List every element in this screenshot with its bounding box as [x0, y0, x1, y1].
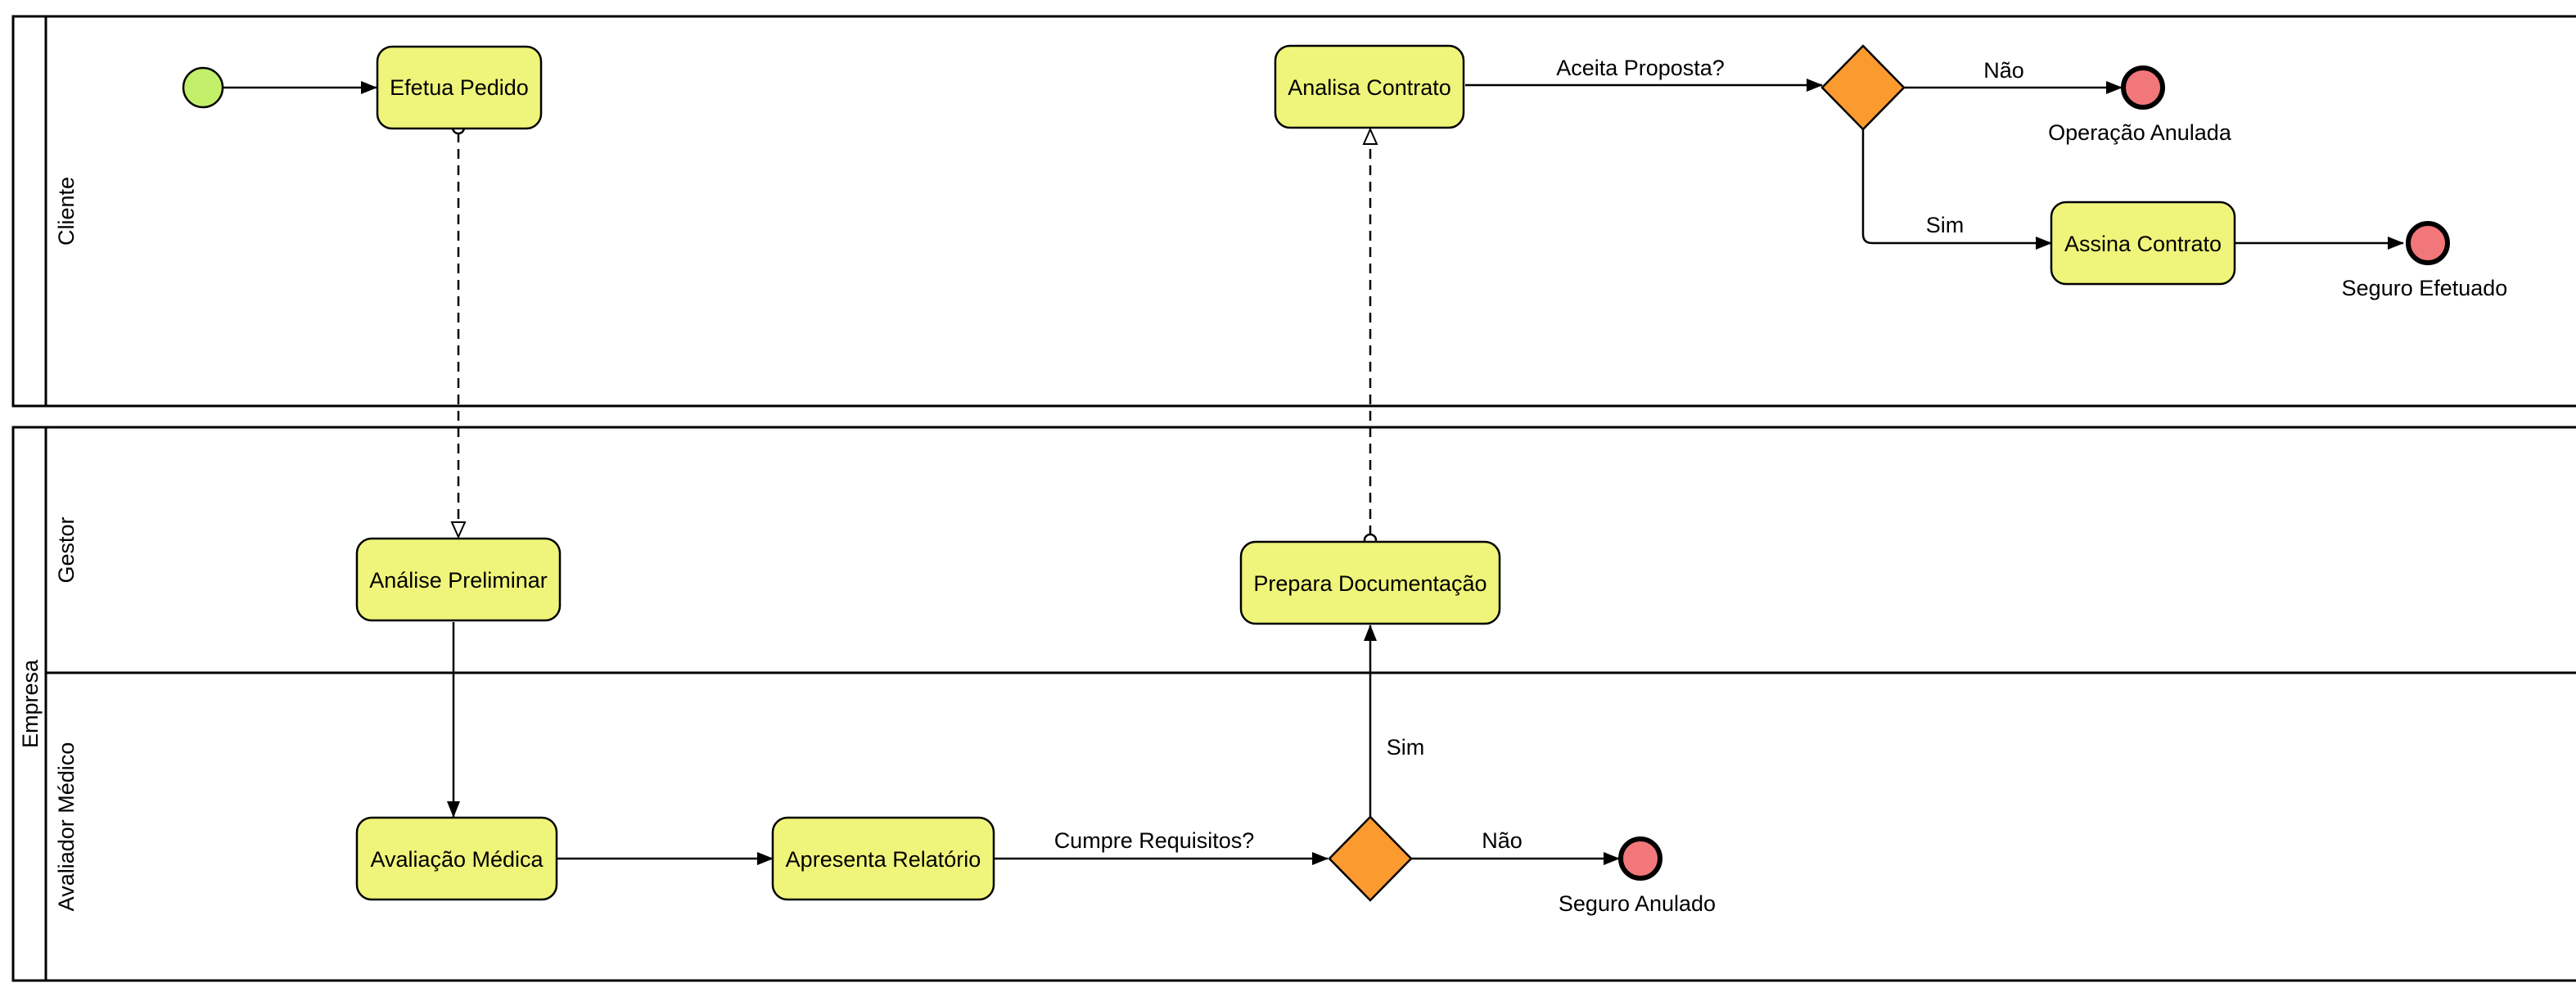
gateway-cumpre-requisitos[interactable] [1328, 815, 1413, 902]
start-event[interactable] [182, 66, 224, 109]
task-analisa-contrato[interactable]: Analisa Contrato [1274, 44, 1465, 129]
task-label: Análise Preliminar [369, 568, 548, 593]
task-avaliacao-medica[interactable]: Avaliação Médica [355, 816, 558, 901]
event-label-seguro-efetuado: Seguro Efetuado [2342, 276, 2508, 300]
task-label: Analisa Contrato [1288, 75, 1451, 100]
task-analise-preliminar[interactable]: Análise Preliminar [355, 537, 562, 622]
task-apresenta-relatorio[interactable]: Apresenta Relatório [771, 816, 995, 901]
task-label: Assina Contrato [2064, 232, 2222, 256]
edge-label-cumpre-requisitos: Cumpre Requisitos? [1054, 828, 1255, 853]
task-assina-contrato[interactable]: Assina Contrato [2050, 201, 2236, 286]
end-event-seguro-anulado[interactable] [1618, 836, 1662, 881]
task-label: Prepara Documentação [1253, 571, 1487, 596]
edge-label-sim: Sim [1387, 735, 1425, 760]
event-label-operacao-anulada: Operação Anulada [2048, 120, 2232, 145]
end-event-operacao-anulada[interactable] [2121, 65, 2165, 110]
lane-label-avaliador: Avaliador Médico [54, 742, 79, 912]
gateway-aceita-proposta[interactable] [1820, 44, 1906, 131]
lane-label-gestor: Gestor [54, 516, 79, 583]
task-efetua-pedido[interactable]: Efetua Pedido [376, 45, 543, 130]
task-label: Efetua Pedido [390, 75, 529, 100]
task-prepara-documentacao[interactable]: Prepara Documentação [1239, 540, 1501, 625]
edge-label-aceita-proposta: Aceita Proposta? [1556, 56, 1725, 80]
flow-gateway-sim[interactable] [1861, 129, 2052, 250]
edge-label-nao: Não [1983, 58, 2024, 83]
pool-label-empresa: Empresa [18, 659, 43, 748]
end-event-seguro-efetuado[interactable] [2406, 221, 2450, 265]
task-label: Apresenta Relatório [786, 847, 981, 872]
edge-label-sim: Sim [1926, 213, 1965, 237]
event-label-seguro-anulado: Seguro Anulado [1559, 891, 1716, 916]
pool-label-cliente: Cliente [54, 177, 79, 246]
task-label: Avaliação Médica [370, 847, 544, 872]
edge-label-nao: Não [1482, 828, 1523, 853]
